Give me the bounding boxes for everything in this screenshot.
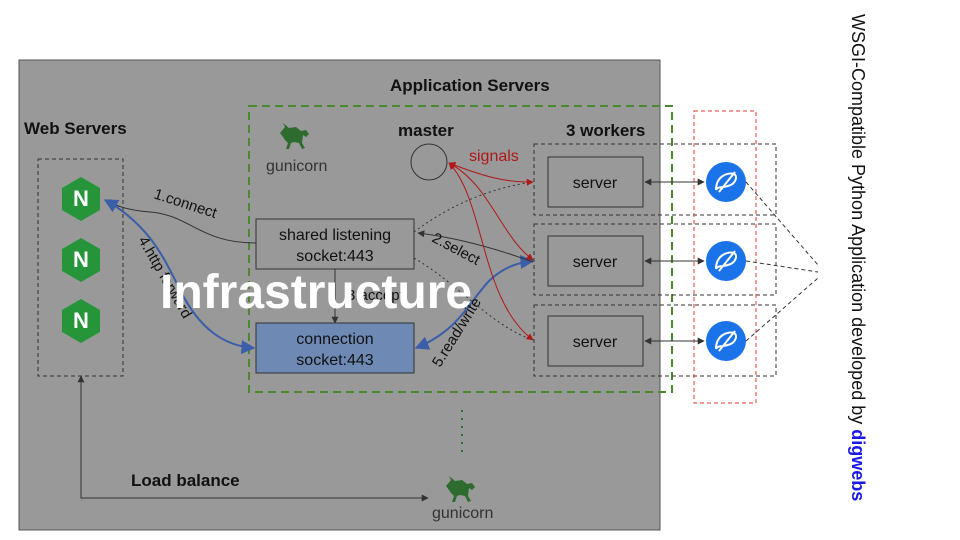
gunicorn-logo-icon: gunicorn xyxy=(266,123,327,175)
caption-text: WSGI-Compatible Python Application devel… xyxy=(848,14,868,430)
signal-arrow-3 xyxy=(448,162,534,341)
master-process-circle xyxy=(410,143,448,181)
signals-label: signals xyxy=(469,148,519,165)
svg-text:N: N xyxy=(73,186,89,211)
http-forward-arrow xyxy=(103,199,256,355)
svg-text:N: N xyxy=(73,308,89,333)
app-caption-link-2 xyxy=(745,260,819,273)
python-app-column xyxy=(693,110,757,404)
gunicorn-wordmark: gunicorn xyxy=(266,158,327,175)
server-label-1: server xyxy=(573,175,618,192)
load-balance-label: Load balance xyxy=(131,471,240,490)
step3-label: 3.accept xyxy=(347,287,405,304)
web-servers-heading: Web Servers xyxy=(24,119,127,138)
worker-row-1 xyxy=(533,143,777,216)
server-box-3 xyxy=(547,315,644,367)
gunicorn-logo-bottom-icon: gunicorn xyxy=(432,476,493,522)
infrastructure-overlay-text: Infrastructure xyxy=(160,266,472,319)
conn-socket-line2: socket:443 xyxy=(296,352,373,369)
python-app-icon-2 xyxy=(706,241,746,281)
nginx-icon-1: N xyxy=(62,177,100,221)
server-box-2 xyxy=(547,235,644,287)
gunicorn-wordmark-bottom: gunicorn xyxy=(432,505,493,522)
nginx-icon-2: N xyxy=(62,238,100,282)
shared-listening-socket-box xyxy=(255,218,415,270)
server-label-2: server xyxy=(573,254,618,271)
server-label-3: server xyxy=(573,334,618,351)
master-label: master xyxy=(398,121,454,140)
server-box-1 xyxy=(547,156,644,208)
svg-text:N: N xyxy=(73,247,89,272)
nginx-icon-3: N xyxy=(62,299,100,343)
brand-link[interactable]: digwebs xyxy=(848,429,868,502)
python-app-icon-3 xyxy=(706,321,746,361)
app-caption-link-3 xyxy=(745,277,819,342)
load-balance-connector xyxy=(77,375,429,502)
shared-socket-line2: socket:443 xyxy=(296,248,373,265)
app-caption-link-1 xyxy=(745,181,819,266)
python-app-icon-1 xyxy=(706,162,746,202)
app-servers-heading: Application Servers xyxy=(390,76,550,95)
shared-socket-line1: shared listening xyxy=(279,227,391,244)
workers-label: 3 workers xyxy=(566,121,645,140)
conn-socket-line1: connection xyxy=(296,331,373,348)
